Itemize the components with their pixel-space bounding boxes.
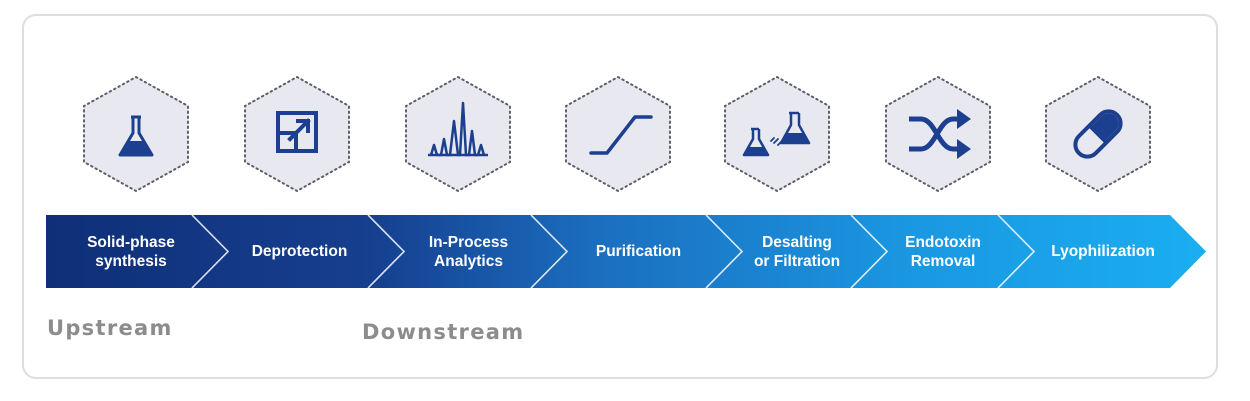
flow-arrow-band [46, 215, 1206, 288]
hexagon-deprotection [242, 75, 352, 193]
hexagon-solid-phase-synthesis [81, 75, 191, 193]
expand-arrow-icon [244, 75, 350, 193]
capsule-icon [1045, 75, 1151, 193]
hexagon-purification [563, 75, 673, 193]
chromatogram-peaks-icon [405, 75, 511, 193]
step-label-deprotection: Deprotection [251, 243, 348, 260]
step-label-lyophilization: Lyophilization [1051, 243, 1155, 260]
hexagon-in-process-analytics [403, 75, 513, 193]
step-label-in-process-analytics: In-Process Analytics [428, 233, 509, 270]
hexagon-endotoxin-removal [883, 75, 993, 193]
stage-label-downstream: Downstream [362, 320, 525, 344]
shuffle-icon [885, 75, 991, 193]
step-curve-icon [565, 75, 671, 193]
step-label-desalting-filtration: Desalting or Filtration [753, 233, 841, 270]
process-diagram-card [22, 14, 1218, 379]
process-flow-band: Solid-phase synthesis Deprotection In-Pr… [46, 215, 1206, 288]
hexagon-desalting-filtration [722, 75, 832, 193]
step-label-endotoxin-removal: Endotoxin Removal [905, 233, 981, 270]
two-flasks-transfer-icon [724, 75, 830, 193]
step-label-solid-phase-synthesis: Solid-phase synthesis [87, 233, 175, 270]
step-label-purification: Purification [595, 243, 682, 260]
hexagon-lyophilization [1043, 75, 1153, 193]
stage-label-upstream: Upstream [47, 316, 173, 340]
flask-icon [83, 75, 189, 193]
